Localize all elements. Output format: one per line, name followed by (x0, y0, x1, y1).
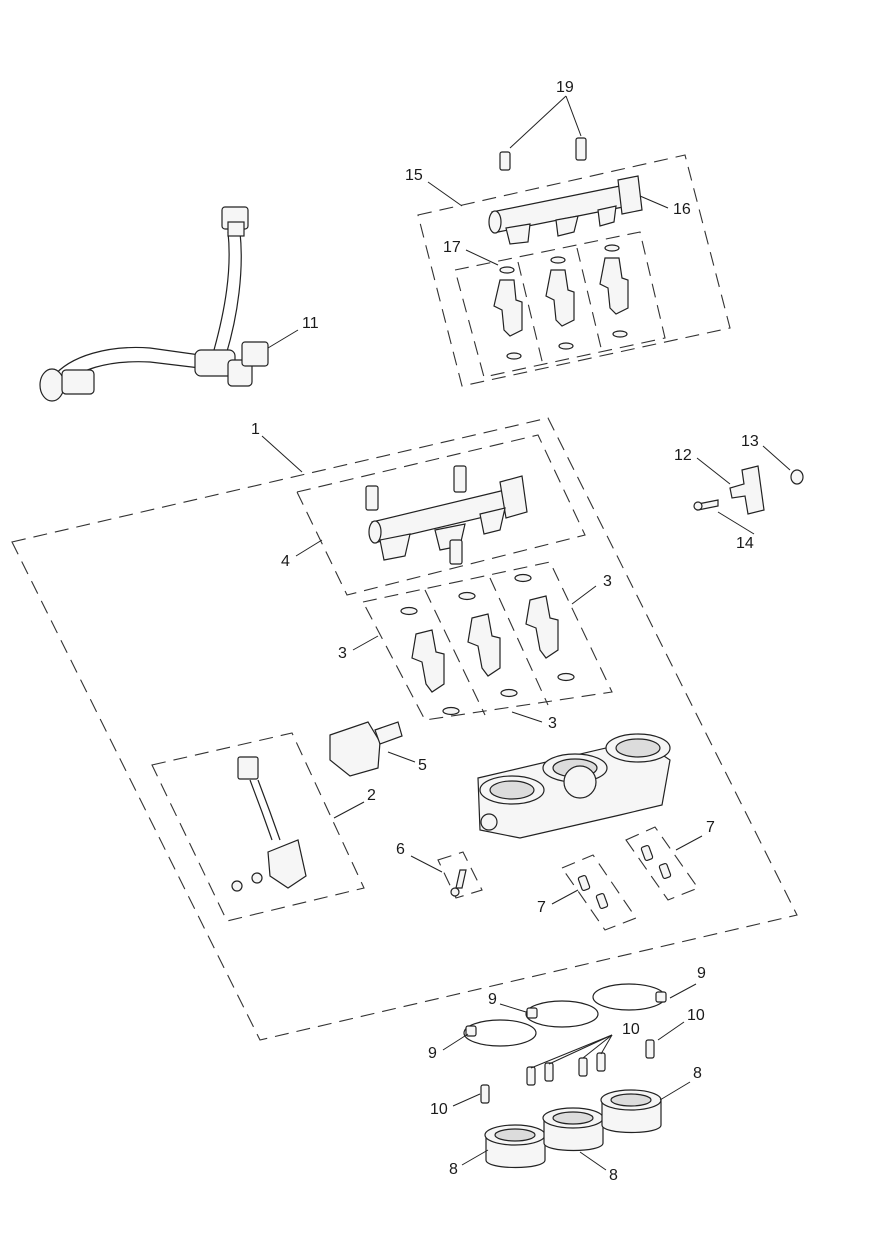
sensor-2-harness (231, 756, 307, 892)
assembly-1-boundary (11, 417, 798, 1041)
callout-15: 15 (405, 167, 423, 184)
callout-16: 16 (673, 201, 691, 218)
assembly-4-boundary (296, 434, 586, 596)
assembly-7b-boundary (625, 826, 699, 901)
callout-17: 17 (443, 239, 461, 256)
callout-3b: 3 (338, 645, 347, 662)
callout-8b: 8 (449, 1161, 458, 1178)
callout-9a: 9 (697, 965, 706, 982)
callout-10b: 10 (622, 1021, 640, 1038)
sensor-5 (329, 721, 403, 777)
assembly-6-boundary (437, 851, 483, 899)
callout-10c: 10 (430, 1101, 448, 1118)
callout-19: 19 (556, 79, 574, 96)
throttle-body (477, 733, 671, 839)
callout-1: 1 (251, 421, 260, 438)
callout-13: 13 (741, 433, 759, 450)
bracket-assembly (693, 465, 804, 515)
assembly-3-boundary (362, 561, 613, 721)
lower-fuel-rail (365, 465, 528, 565)
upper-fuel-rail (488, 137, 643, 245)
fuel-hose-harness (39, 206, 269, 402)
callout-3c: 3 (548, 715, 557, 732)
callout-9b: 9 (488, 991, 497, 1008)
callout-14: 14 (736, 535, 754, 552)
lower-injectors (400, 573, 575, 716)
assembly-7a-boundary (561, 854, 637, 931)
callout-9c: 9 (428, 1045, 437, 1062)
callout-12: 12 (674, 447, 692, 464)
callout-2: 2 (367, 787, 376, 804)
callout-8a: 8 (693, 1065, 702, 1082)
assembly-17-boundary (454, 231, 666, 378)
callout-6: 6 (396, 841, 405, 858)
callout-4: 4 (281, 553, 290, 570)
callout-8c: 8 (609, 1167, 618, 1184)
upper-injectors (493, 244, 629, 360)
callout-7a: 7 (706, 819, 715, 836)
intake-adapters (484, 1089, 662, 1169)
bolts-10 (480, 1039, 655, 1104)
callout-5: 5 (418, 757, 427, 774)
assembly-15-boundary (417, 154, 731, 387)
callout-10a: 10 (687, 1007, 705, 1024)
callout-7b: 7 (537, 899, 546, 916)
callout-11: 11 (302, 315, 319, 332)
hose-clamps (463, 983, 667, 1047)
callout-3a: 3 (603, 573, 612, 590)
leader-lines (261, 95, 791, 1171)
screws-6-7 (450, 845, 672, 909)
assembly-2-boundary (151, 732, 365, 922)
